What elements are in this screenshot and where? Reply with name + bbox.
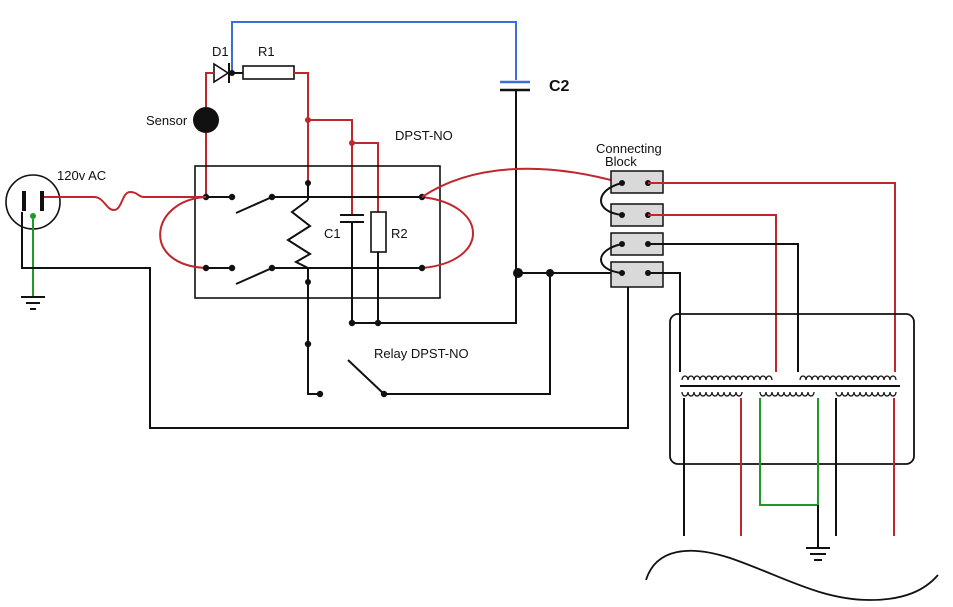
switch-top-blade [235,196,273,214]
transformer-coils [681,375,897,397]
relay-junction-dot [546,269,554,277]
secondary-coil-2 [759,391,815,397]
secondary-coil-3 [835,391,897,397]
block-to-trafo-blk-4 [648,272,681,372]
contact-dot [228,264,236,272]
connecting-block-label-2: Block [605,154,637,169]
bottom-wave-line [645,549,939,601]
transformer-box [669,313,915,465]
d1-anode-wire [205,72,214,108]
primary-coil-left [681,375,773,381]
c2-label: C2 [549,78,570,95]
dpst-feed-wire [308,119,353,215]
c1-ground-dot [348,319,356,327]
switch-loop-left [159,196,207,269]
outlet-slot-right [40,191,44,211]
relay-coil-icon [286,199,312,269]
dpst-no-label: DPST-NO [395,128,453,143]
primary-coil-right [799,375,897,381]
trafo-green-loop [759,398,819,506]
relay-blade [347,359,385,395]
relay-contact-dot [316,390,324,398]
neutral-return-wire [21,212,629,429]
block-to-trafo-blk-3 [648,243,799,372]
contact-dot [202,264,210,272]
connecting-block [600,170,664,288]
contact-dot [268,264,276,272]
r1-label: R1 [258,44,275,59]
terminal-4 [610,261,664,288]
d1-diode-icon [213,62,230,84]
block-to-trafo-red-2 [648,214,777,372]
jumper-1 [600,182,623,216]
ac-source-label: 120v AC [57,168,106,183]
switch-bottom-blade [235,267,273,285]
hot-wire-fuse [44,190,206,212]
switch-loop-right [421,196,474,269]
coil-top-dot [305,180,311,186]
r1-output-wire [294,72,309,183]
d1-label: D1 [212,44,229,59]
dpst-switch-box [194,165,441,299]
neutral-junction-dot [513,268,523,278]
outlet-ground-pin [30,213,36,219]
relay-right-wire [384,273,551,395]
block-to-trafo-red-1 [648,182,896,372]
blue-wire [231,21,517,80]
d1-junction-dot [229,70,235,76]
secondary-coil-1 [681,391,743,397]
c1-label: C1 [324,226,341,241]
jumper-2 [600,243,623,274]
contact-dot [418,264,426,272]
relay-left-wire [307,344,320,395]
r2-resistor-icon [370,211,387,253]
sensor-label: Sensor [146,113,188,128]
c2-lead [352,90,517,324]
outlet-slot-left [22,191,26,211]
r2-feed-wire [352,142,379,212]
sensor-icon [193,107,219,133]
switch-to-block-wire [421,167,623,198]
contact-dot [268,193,276,201]
contact-dot [228,193,236,201]
relay-label: Relay DPST-NO [374,346,469,361]
connecting-block-label-1: Connecting [596,141,662,156]
r2-ground-dot [374,319,382,327]
r2-label: R2 [391,226,408,241]
r1-resistor-icon [242,65,295,80]
